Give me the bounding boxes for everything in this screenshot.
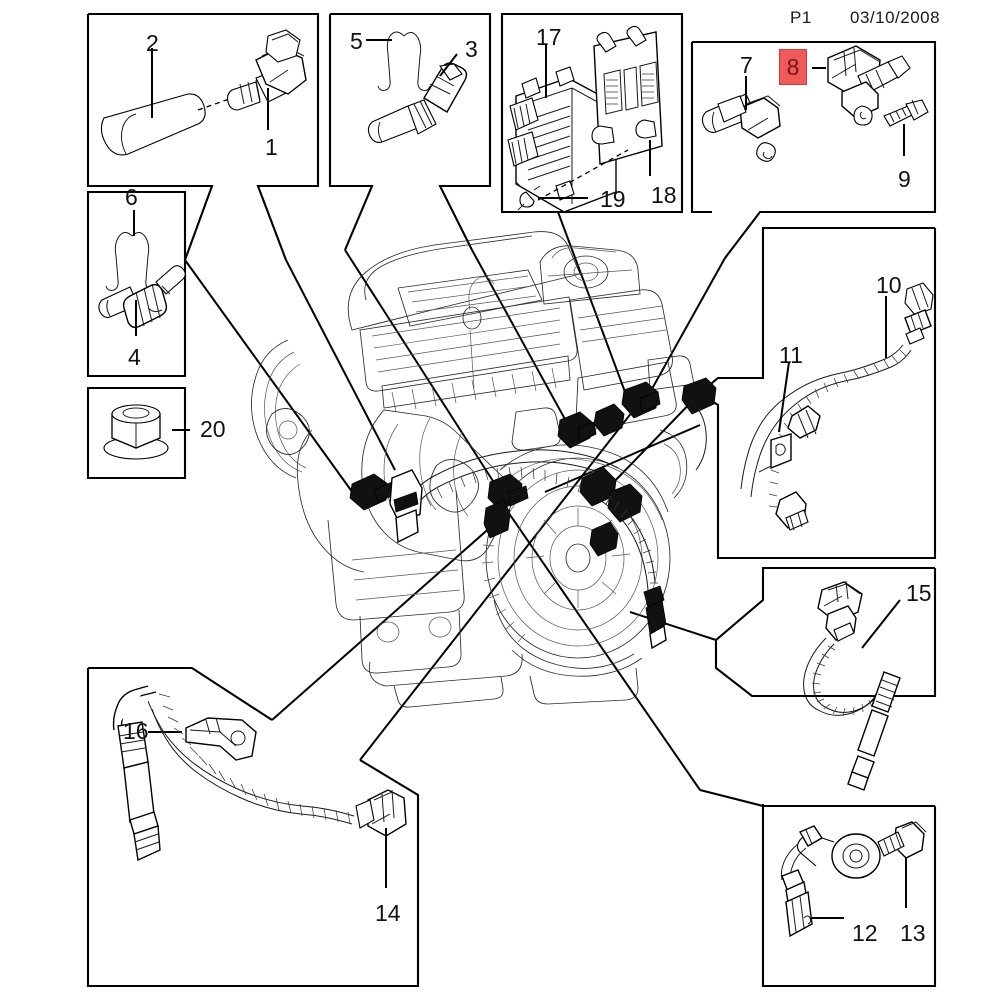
- part-knock-sensor-bolt-13: [877, 821, 927, 908]
- engine-mounted-sensors: [349, 377, 717, 650]
- callout-2[interactable]: 2: [146, 30, 159, 56]
- leader-3: [439, 53, 458, 77]
- part-module-screw-19: [515, 149, 629, 211]
- part-camshaft-position-sensor-3: [367, 53, 468, 143]
- part-coolant-temperature-sensor: [100, 29, 307, 156]
- panel-box-4-6: [86, 190, 187, 378]
- leader-lines: [184, 211, 726, 791]
- callout-1[interactable]: 1: [265, 134, 278, 160]
- callout-20[interactable]: 20: [200, 416, 226, 442]
- callout-5[interactable]: 5: [350, 28, 363, 54]
- leader-11: [778, 361, 790, 433]
- engine-assembly: [251, 231, 695, 708]
- panel-box-20: [86, 386, 187, 480]
- callout-16[interactable]: 16: [123, 718, 149, 744]
- callout-3[interactable]: 3: [465, 36, 478, 62]
- panel-box-1-2: [86, 12, 320, 261]
- callout-7[interactable]: 7: [740, 52, 753, 78]
- panel-box-7-8-9: [690, 40, 937, 259]
- part-sensor-bracket-16: [148, 717, 257, 761]
- callout-13[interactable]: 13: [900, 920, 926, 946]
- callout-6[interactable]: 6: [125, 184, 138, 210]
- part-crankshaft-position-sensor-8: [812, 45, 929, 127]
- callout-19[interactable]: 19: [600, 186, 626, 212]
- part-retaining-clip-5: [366, 31, 431, 91]
- part-sensor-body-4: [98, 265, 186, 336]
- panel-box-15: [714, 566, 937, 698]
- part-knock-sensor-12: [780, 825, 881, 938]
- part-harness-clip-11: [758, 361, 792, 473]
- panel-box-17-18-19: [500, 12, 684, 214]
- callout-17[interactable]: 17: [536, 24, 562, 50]
- leader-15: [861, 599, 901, 649]
- part-wire-clip-6: [105, 210, 159, 291]
- callout-8-highlighted[interactable]: 8: [779, 49, 807, 85]
- callout-4[interactable]: 4: [128, 344, 141, 370]
- part-engine-control-module-17: [507, 44, 617, 213]
- panel-box-12-13: [699, 788, 937, 988]
- callout-11[interactable]: 11: [779, 342, 803, 368]
- part-wiring-harness-10: [740, 282, 934, 531]
- callout-14[interactable]: 14: [375, 900, 401, 926]
- panel-box-14-16: [86, 666, 420, 988]
- panel-box-3-5: [328, 12, 492, 251]
- callout-18[interactable]: 18: [651, 182, 677, 208]
- date-label: 03/10/2008: [850, 8, 941, 27]
- callout-10[interactable]: 10: [876, 272, 902, 298]
- callout-15[interactable]: 15: [906, 580, 932, 606]
- part-oxygen-sensor-15: [803, 580, 901, 791]
- page-code-label: P1: [790, 8, 812, 27]
- part-control-module-bracket-18: [591, 25, 663, 176]
- part-flange-nut-20: [103, 404, 190, 460]
- callout-9[interactable]: 9: [898, 166, 911, 192]
- part-oxygen-sensor-14: [112, 685, 407, 888]
- part-crankshaft-position-sensor-7: [701, 76, 781, 162]
- callout-12[interactable]: 12: [852, 920, 878, 946]
